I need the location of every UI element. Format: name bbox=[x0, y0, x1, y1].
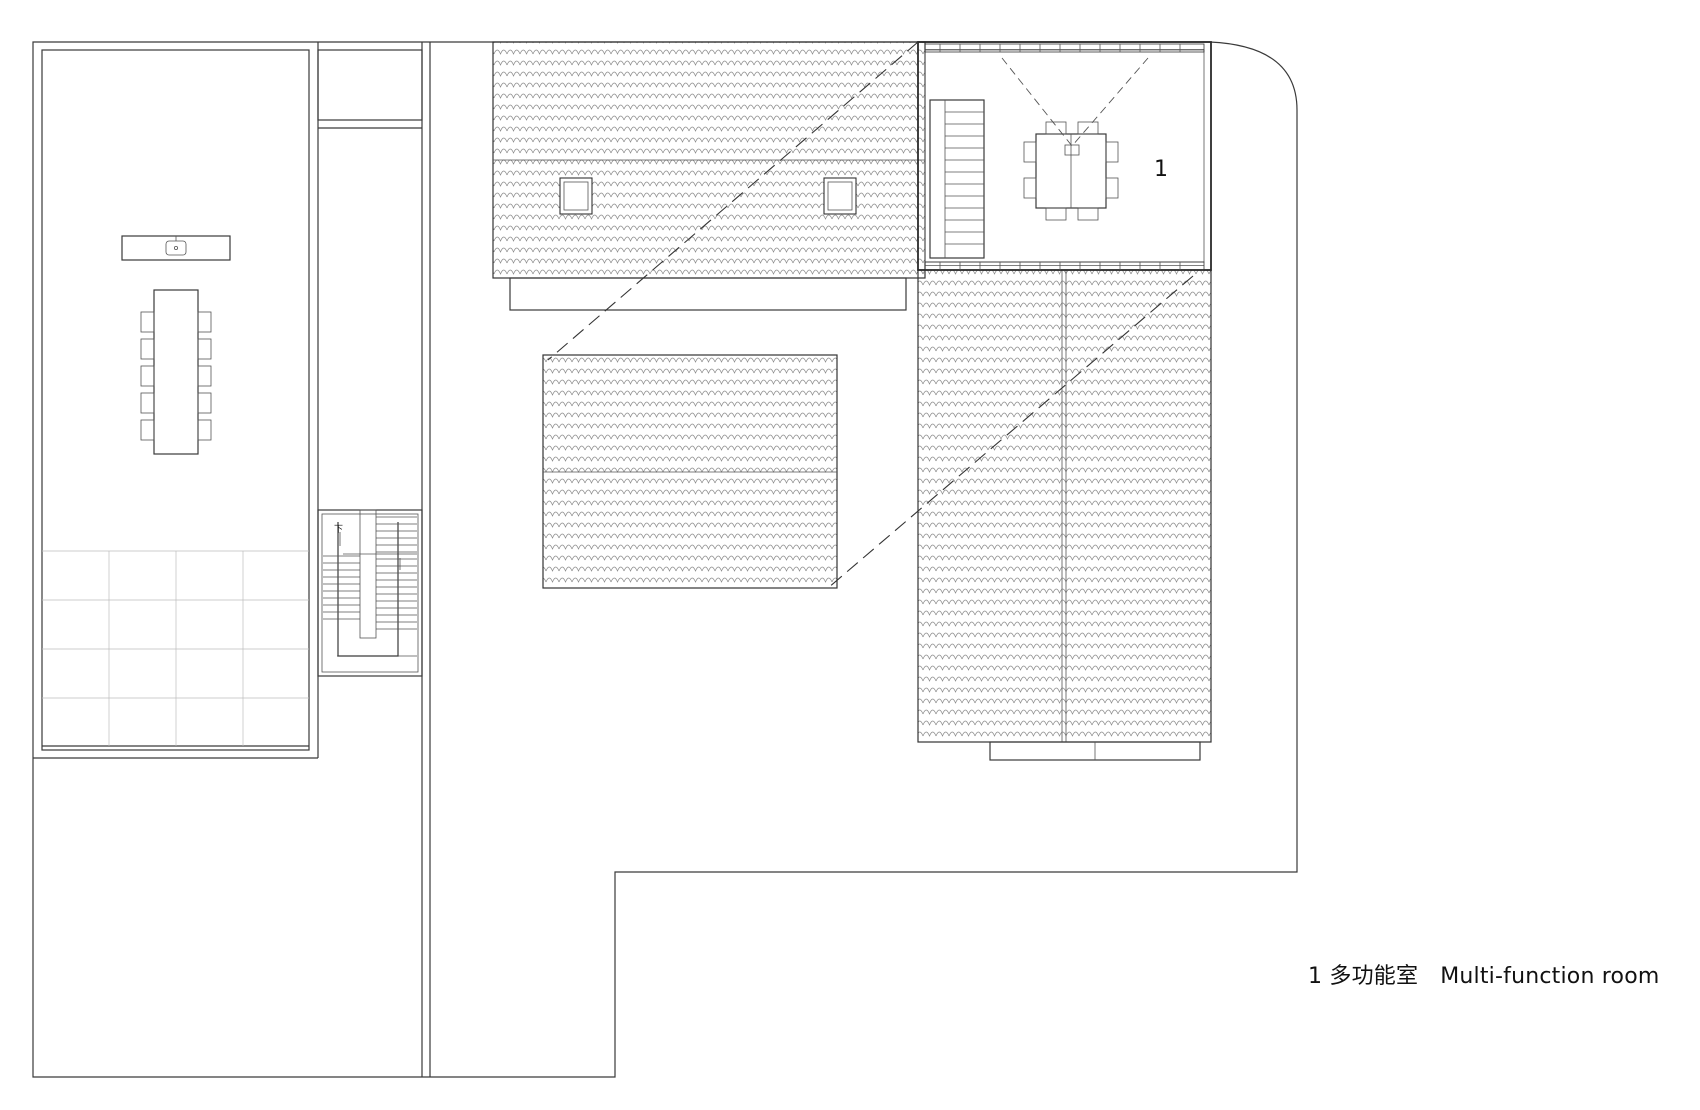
stair-down-label: 下 bbox=[334, 525, 343, 535]
dining-chairs bbox=[140, 311, 212, 441]
stair-treads-left bbox=[323, 555, 360, 620]
sink-icon bbox=[165, 240, 187, 256]
stair-core: 下 bbox=[317, 49, 423, 677]
projection-lines bbox=[547, 41, 1194, 589]
paving-grid bbox=[42, 550, 309, 746]
roof-east bbox=[917, 269, 1212, 761]
roof-centre bbox=[542, 354, 838, 589]
legend: 1 多功能室 Multi-function room bbox=[1308, 958, 1660, 990]
multi-function-room: 1 bbox=[917, 41, 1212, 271]
legend-name-cn: 多功能室 bbox=[1329, 964, 1419, 989]
legend-number: 1 bbox=[1308, 964, 1323, 989]
internal-stair-treads bbox=[945, 111, 984, 245]
window-mullions bbox=[939, 44, 1181, 270]
skylight bbox=[559, 177, 593, 215]
legend-name-en: Multi-function room bbox=[1440, 964, 1660, 989]
stair-treads-right bbox=[376, 516, 417, 630]
meeting-chairs bbox=[1023, 121, 1119, 221]
skylight bbox=[823, 177, 857, 215]
pendant-light-lines bbox=[1001, 57, 1149, 147]
internal-stair bbox=[929, 99, 985, 259]
dining-table bbox=[153, 289, 199, 455]
dining-terrace bbox=[41, 49, 310, 751]
room-number-label: 1 bbox=[1154, 157, 1168, 182]
lamp-icon bbox=[1064, 144, 1080, 156]
roof-north bbox=[492, 41, 926, 311]
